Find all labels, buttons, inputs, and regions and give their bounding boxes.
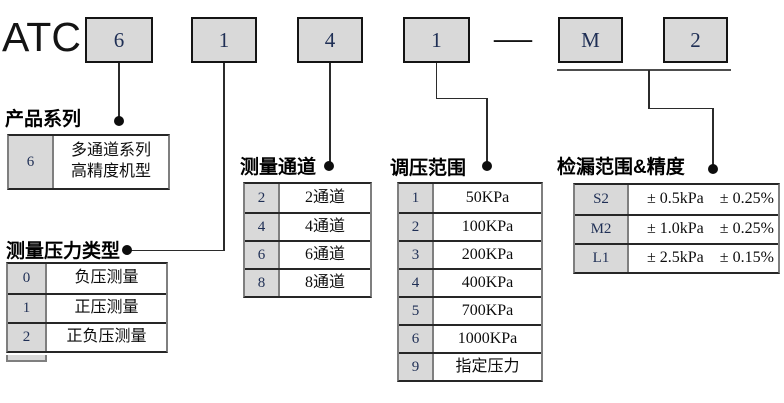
row-value: 4通道 (304, 217, 345, 235)
connector-line (648, 70, 650, 109)
table-row: 6 1000KPa (399, 324, 541, 352)
row-value: ± 0.5kPa ± 0.25% (647, 190, 774, 208)
table-row: 8 8通道 (245, 268, 370, 296)
row-key: 1 (8, 295, 47, 322)
connector-line (712, 107, 714, 166)
table-leak-range-accuracy: S2 ± 0.5kPa ± 0.25% M2 ± 1.0kPa ± 0.25% L1 ± … (573, 183, 780, 274)
row-value: ± 1.0kPa ± 0.25% (647, 220, 774, 238)
row-key: 2 (245, 184, 280, 212)
row-value: 多通道系列 高精度机型 (70, 142, 151, 180)
table-row: 9 指定压力 (399, 352, 541, 380)
connector-dot (114, 116, 124, 126)
table-row: 6 多通道系列 高精度机型 (9, 136, 168, 188)
table-row: M2 ± 1.0kPa ± 0.25% (575, 214, 778, 243)
row-value: 2通道 (304, 188, 345, 206)
row-key: 1 (399, 184, 434, 212)
row-value: 正负压测量 (66, 328, 147, 346)
row-value: 正压测量 (74, 299, 139, 317)
code-box-leak-grade-digit: 2 (663, 17, 728, 63)
connector-line (329, 63, 331, 162)
connector-line (486, 97, 488, 163)
row-value: 100KPa (461, 217, 514, 235)
section-label-leak-range-accuracy: 检漏范围&精度 (557, 157, 685, 178)
table-pressure-type: 0 负压测量 1 正压测量 2 正负压测量 (6, 262, 168, 353)
table-row: 1 50KPa (399, 184, 541, 212)
leak-group-underline (557, 69, 731, 71)
connector-line (648, 107, 714, 109)
table-regulation-range: 1 50KPa 2 100KPa 3 200KPa 4 400KPa 5 700KPa 6 1000K… (397, 182, 543, 382)
section-label-regulation-range: 调压范围 (390, 158, 467, 179)
code-box-channels: 4 (297, 17, 363, 63)
table-row: 3 200KPa (399, 240, 541, 268)
table-row: 2 100KPa (399, 212, 541, 240)
row-key: 4 (245, 214, 280, 240)
code-box-series: 6 (85, 17, 153, 63)
connector-line (223, 63, 225, 251)
connector-dot (708, 164, 718, 174)
section-label-pressure-type: 测量压力类型 (6, 241, 121, 262)
connector-dot (482, 161, 492, 171)
section-label-channels: 测量通道 (240, 157, 317, 178)
table-row: 2 正负压测量 (8, 322, 166, 351)
row-key: 2 (399, 214, 434, 240)
connector-line (118, 63, 120, 117)
product-prefix: ATC (2, 14, 81, 60)
table-row: 0 负压测量 (8, 264, 166, 293)
connector-line (435, 97, 488, 99)
row-value: ± 2.5kPa ± 0.15% (647, 249, 774, 267)
code-box-range: 1 (403, 17, 470, 63)
connector-dot (122, 245, 132, 255)
connector-line (127, 249, 224, 251)
row-value: 指定压力 (455, 357, 520, 375)
row-value: 50KPa (465, 188, 510, 206)
row-value: 6通道 (304, 245, 345, 263)
row-key: 0 (8, 264, 47, 293)
row-key: S2 (575, 185, 629, 214)
row-key: 6 (245, 242, 280, 268)
code-box-pressure-type: 1 (191, 17, 257, 63)
row-key: 5 (399, 298, 434, 324)
key-column-stub (6, 355, 47, 362)
table-row: 6 6通道 (245, 240, 370, 268)
row-value: 700KPa (461, 301, 514, 319)
code-separator: — (494, 17, 532, 59)
row-key: 6 (9, 136, 54, 188)
row-key: 3 (399, 242, 434, 268)
table-row: L1 ± 2.5kPa ± 0.15% (575, 243, 778, 272)
connector-line (435, 63, 437, 99)
table-row: S2 ± 0.5kPa ± 0.25% (575, 185, 778, 214)
row-value: 1000KPa (457, 329, 518, 347)
table-row: 4 4通道 (245, 212, 370, 240)
row-key: L1 (575, 245, 629, 272)
code-box-leak-grade-letter: M (558, 17, 623, 63)
section-label-product-series: 产品系列 (5, 109, 82, 130)
connector-dot (324, 161, 334, 171)
row-key: 9 (399, 354, 434, 380)
row-value: 8通道 (304, 273, 345, 291)
row-key: 8 (245, 270, 280, 296)
table-product-series: 6 多通道系列 高精度机型 (7, 134, 170, 190)
table-row: 4 400KPa (399, 268, 541, 296)
table-channels: 2 2通道 4 4通道 6 6通道 8 8通道 (243, 182, 372, 298)
table-row: 1 正压测量 (8, 293, 166, 322)
row-key: 4 (399, 270, 434, 296)
row-value: 负压测量 (74, 269, 139, 287)
table-row: 2 2通道 (245, 184, 370, 212)
row-key: 6 (399, 326, 434, 352)
row-key: M2 (575, 216, 629, 243)
row-key: 2 (8, 324, 47, 351)
row-value: 200KPa (461, 245, 514, 263)
table-row: 5 700KPa (399, 296, 541, 324)
row-value: 400KPa (461, 273, 514, 291)
